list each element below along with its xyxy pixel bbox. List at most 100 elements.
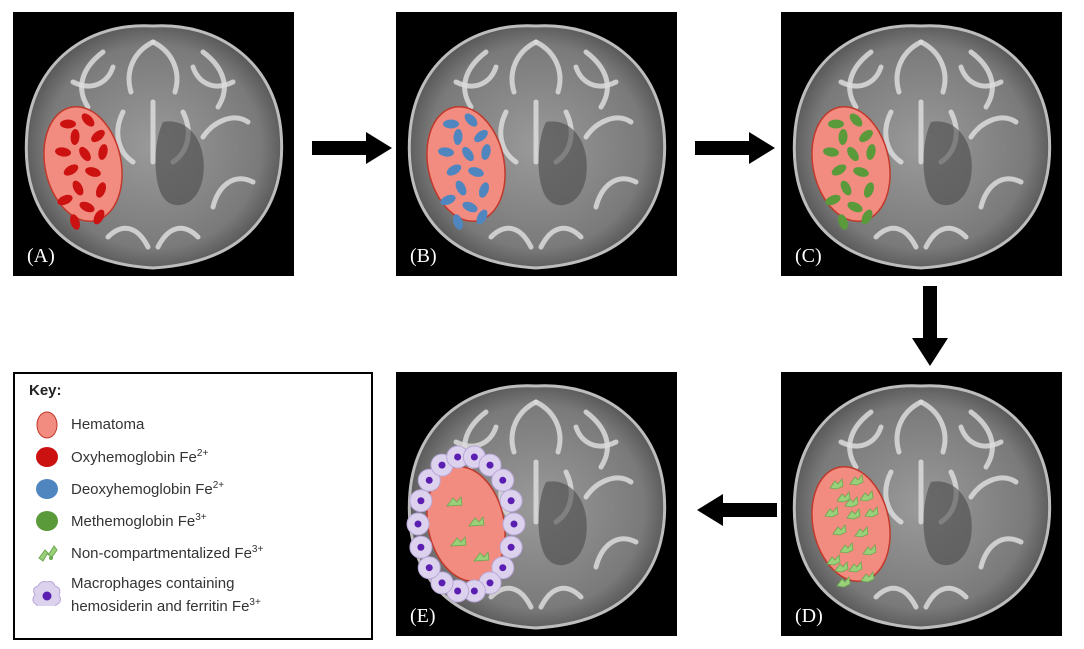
oxyhemoglobin-icon	[36, 447, 58, 467]
fe3-mark	[860, 571, 875, 583]
fe3-mark	[473, 551, 490, 562]
panel-d: (D)	[781, 372, 1062, 636]
cell-mark	[474, 129, 488, 143]
fe3-mark	[832, 524, 847, 536]
fe3-mark	[829, 478, 844, 490]
left-arrow-icon	[697, 494, 777, 526]
fe3-mark	[864, 506, 879, 518]
cell-mark	[840, 180, 852, 196]
cell-mark	[72, 180, 84, 196]
cell-mark	[60, 119, 76, 129]
brain-mri-image	[792, 24, 1052, 270]
key-item-methemoglobin: Methemoglobin Fe3+	[15, 506, 371, 536]
fe3-mark	[846, 508, 861, 520]
key-legend: Key: Hematoma Oxyhemoglobin Fe2+ Deoxyhe…	[13, 372, 373, 640]
cell-mark	[849, 113, 863, 127]
fe3-mark	[834, 561, 849, 573]
fe3-deposit-icon	[38, 545, 58, 562]
key-item-deoxyhemoglobin: Deoxyhemoglobin Fe2+	[15, 474, 371, 504]
right-arrow-icon	[312, 132, 392, 164]
cell-mark	[453, 214, 463, 230]
cell-mark	[63, 164, 79, 176]
cell-mark	[79, 201, 95, 213]
key-item-label: Hematoma	[71, 416, 145, 433]
cell-mark	[453, 129, 463, 145]
key-item-oxyhemoglobin: Oxyhemoglobin Fe2+	[15, 442, 371, 472]
key-item-label: Non-compartmentalized Fe3+	[71, 544, 264, 562]
cell-mark	[98, 144, 108, 160]
fe3-mark	[854, 526, 869, 538]
brain-mri-image	[24, 24, 284, 270]
cell-mark	[55, 147, 71, 157]
panel-c: (C)	[781, 12, 1062, 276]
fe3-mark	[446, 496, 463, 507]
key-item-label: Oxyhemoglobin Fe2+	[71, 448, 209, 466]
hematoma	[811, 105, 891, 230]
hematoma	[43, 105, 123, 230]
hematoma-icon	[36, 411, 58, 439]
cell-mark	[440, 194, 456, 206]
cell-mark	[825, 194, 841, 206]
down-arrow-icon	[912, 286, 948, 366]
cell-mark	[462, 201, 478, 213]
fe3-mark	[826, 554, 841, 566]
panel-b: (B)	[396, 12, 677, 276]
fe3-mark	[859, 490, 874, 502]
fe3-mark	[450, 536, 467, 547]
cell-mark	[481, 144, 491, 160]
cell-mark	[70, 214, 80, 230]
cell-mark	[468, 167, 484, 177]
brain-mri-image	[406, 384, 667, 630]
right-arrow-icon	[695, 132, 775, 164]
panel-label: (D)	[795, 605, 823, 627]
brain-mri-image	[407, 24, 667, 270]
fe3-mark	[824, 506, 839, 518]
deoxyhemoglobin-icon	[36, 479, 58, 499]
cell-mark	[478, 182, 490, 198]
cell-mark	[838, 214, 848, 230]
panel-label: (C)	[795, 245, 822, 267]
key-item-hematoma: Hematoma	[15, 410, 371, 440]
fe3-mark	[836, 576, 851, 588]
panel-label: (E)	[410, 605, 436, 627]
fe3-mark	[849, 474, 864, 486]
cell-mark	[91, 129, 105, 143]
cell-mark	[57, 194, 73, 206]
cell-mark	[853, 167, 869, 177]
methemoglobin-icon	[36, 511, 58, 531]
cell-mark	[438, 147, 454, 157]
hematoma	[426, 105, 506, 230]
hematoma	[811, 465, 891, 588]
cell-mark	[838, 129, 848, 145]
panel-a: (A)	[13, 12, 294, 276]
cell-mark	[446, 164, 462, 176]
fe3-mark	[468, 516, 485, 527]
key-item-non-compartmentalized: Non-compartmentalized Fe3+	[15, 538, 371, 568]
panel-label: (B)	[410, 245, 437, 267]
cell-mark	[859, 129, 873, 143]
cell-mark	[828, 119, 844, 129]
fe3-mark	[839, 542, 854, 554]
cell-mark	[95, 182, 107, 198]
cell-mark	[847, 146, 859, 162]
cell-mark	[79, 146, 91, 162]
cell-mark	[85, 167, 101, 177]
cell-mark	[70, 129, 80, 145]
cell-mark	[866, 144, 876, 160]
fe3-mark	[836, 491, 851, 503]
fe3-mark	[844, 496, 859, 508]
cell-mark	[861, 209, 873, 225]
cell-mark	[847, 201, 863, 213]
key-item-label: Methemoglobin Fe3+	[71, 512, 207, 530]
cell-mark	[462, 146, 474, 162]
cell-mark	[443, 119, 459, 129]
cell-mark	[823, 147, 839, 157]
macrophage-icon	[32, 581, 61, 606]
panel-e: (E)	[396, 372, 677, 636]
cell-mark	[831, 164, 847, 176]
cell-mark	[455, 180, 467, 196]
hematoma	[406, 445, 526, 603]
cell-mark	[81, 113, 95, 127]
